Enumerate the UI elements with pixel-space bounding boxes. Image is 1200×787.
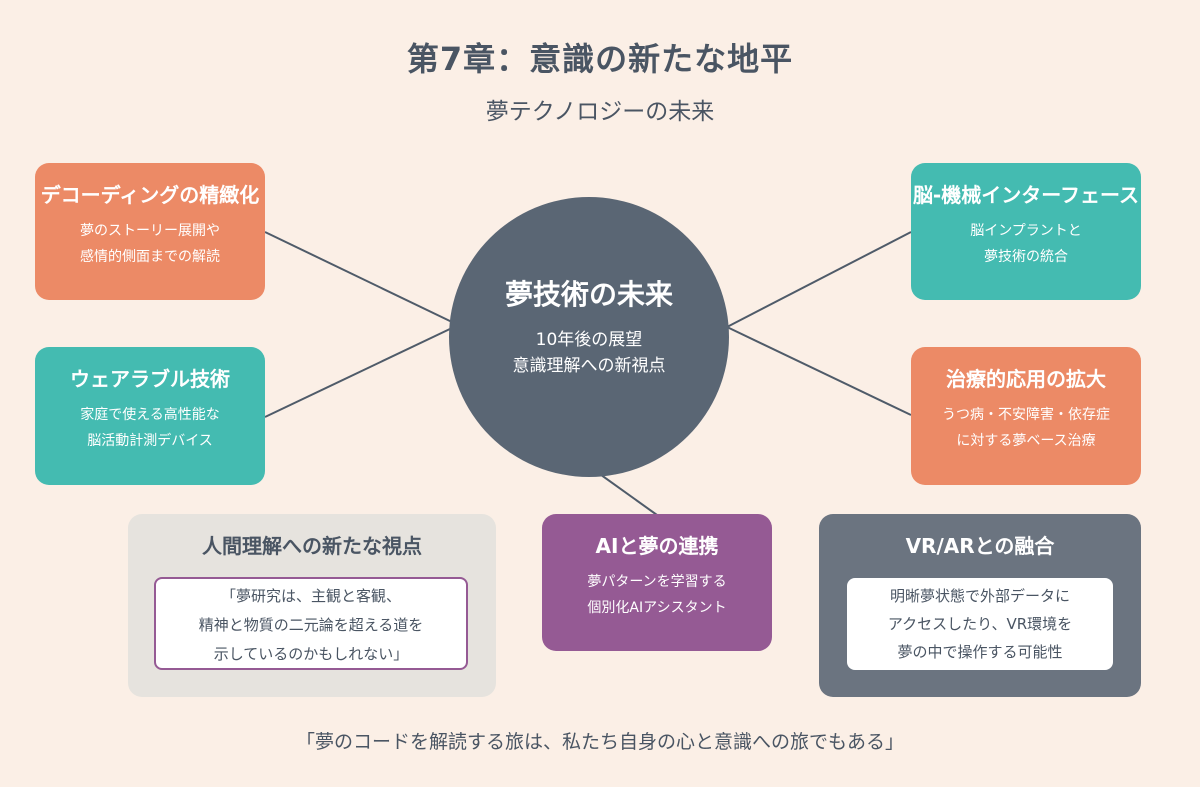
hub-circle: 夢技術の未来 10年後の展望 意識理解への新視点 bbox=[449, 197, 729, 477]
node-text: 脳活動計測デバイス bbox=[87, 433, 213, 449]
connector-wearable bbox=[264, 327, 453, 418]
quote-line: 示しているのかもしれない」 bbox=[213, 645, 409, 663]
quote-line: 「夢研究は、主観と客観、 bbox=[220, 587, 401, 605]
node-title: 脳-機械インターフェース bbox=[912, 183, 1140, 207]
quote-box: 「夢研究は、主観と客観、 精神と物質の二元論を超える道を 示しているのかもしれな… bbox=[154, 577, 468, 670]
node-text: 脳インプラントと bbox=[970, 223, 1082, 239]
node-therapy: 治療的応用の拡大 うつ病・不安障害・依存症 に対する夢ベース治療 bbox=[911, 347, 1141, 485]
node-text: 夢のストーリー展開や bbox=[80, 223, 220, 239]
node-bci: 脳-機械インターフェース 脳インプラントと 夢技術の統合 bbox=[911, 163, 1141, 300]
node-title: デコーディングの精緻化 bbox=[40, 183, 260, 207]
page-subtitle: 夢テクノロジーの未来 bbox=[485, 99, 715, 125]
hub-line: 10年後の展望 bbox=[535, 330, 643, 350]
quote-line: 精神と物質の二元論を超える道を bbox=[198, 616, 424, 634]
node-title: ウェアラブル技術 bbox=[70, 367, 230, 391]
node-text: に対する夢ベース治療 bbox=[956, 433, 1096, 449]
node-text: うつ病・不安障害・依存症 bbox=[942, 407, 1110, 423]
node-text: 個別化AIアシスタント bbox=[587, 600, 727, 616]
node-text: 夢パターンを学習する bbox=[587, 574, 727, 590]
node-decoding: デコーディングの精緻化 夢のストーリー展開や 感情的側面までの解読 bbox=[35, 163, 265, 300]
hub-line: 意識理解への新視点 bbox=[512, 356, 666, 376]
node-perspective: 人間理解への新たな視点 「夢研究は、主観と客観、 精神と物質の二元論を超える道を… bbox=[128, 514, 496, 697]
footer-quote: 「夢のコードを解読する旅は、私たち自身の心と意識への旅でもある」 bbox=[295, 731, 904, 753]
connector-bci bbox=[726, 231, 912, 328]
node-title: 治療的応用の拡大 bbox=[946, 367, 1106, 391]
node-ai: AIと夢の連携 夢パターンを学習する 個別化AIアシスタント bbox=[542, 514, 772, 651]
page-title: 第7章：意識の新たな地平 bbox=[406, 40, 794, 78]
node-title: AIと夢の連携 bbox=[595, 534, 719, 558]
node-title: VR/ARとの融合 bbox=[905, 534, 1055, 558]
connector-therapy bbox=[726, 326, 912, 416]
node-vrar: VR/ARとの融合 明晰夢状態で外部データに アクセスしたり、VR環境を 夢の中… bbox=[819, 514, 1141, 697]
node-text: 家庭で使える高性能な bbox=[80, 407, 220, 423]
node-text: 感情的側面までの解読 bbox=[80, 249, 220, 265]
connector-decoding bbox=[264, 231, 453, 323]
info-box: 明晰夢状態で外部データに アクセスしたり、VR環境を 夢の中で操作する可能性 bbox=[847, 578, 1113, 670]
info-line: 明晰夢状態で外部データに bbox=[889, 587, 1070, 605]
info-line: アクセスしたり、VR環境を bbox=[887, 615, 1073, 633]
node-wearable: ウェアラブル技術 家庭で使える高性能な 脳活動計測デバイス bbox=[35, 347, 265, 485]
node-title: 人間理解への新たな視点 bbox=[202, 534, 422, 558]
node-text: 夢技術の統合 bbox=[984, 249, 1068, 265]
info-line: 夢の中で操作する可能性 bbox=[897, 643, 1063, 661]
hub-title: 夢技術の未来 bbox=[504, 278, 673, 311]
